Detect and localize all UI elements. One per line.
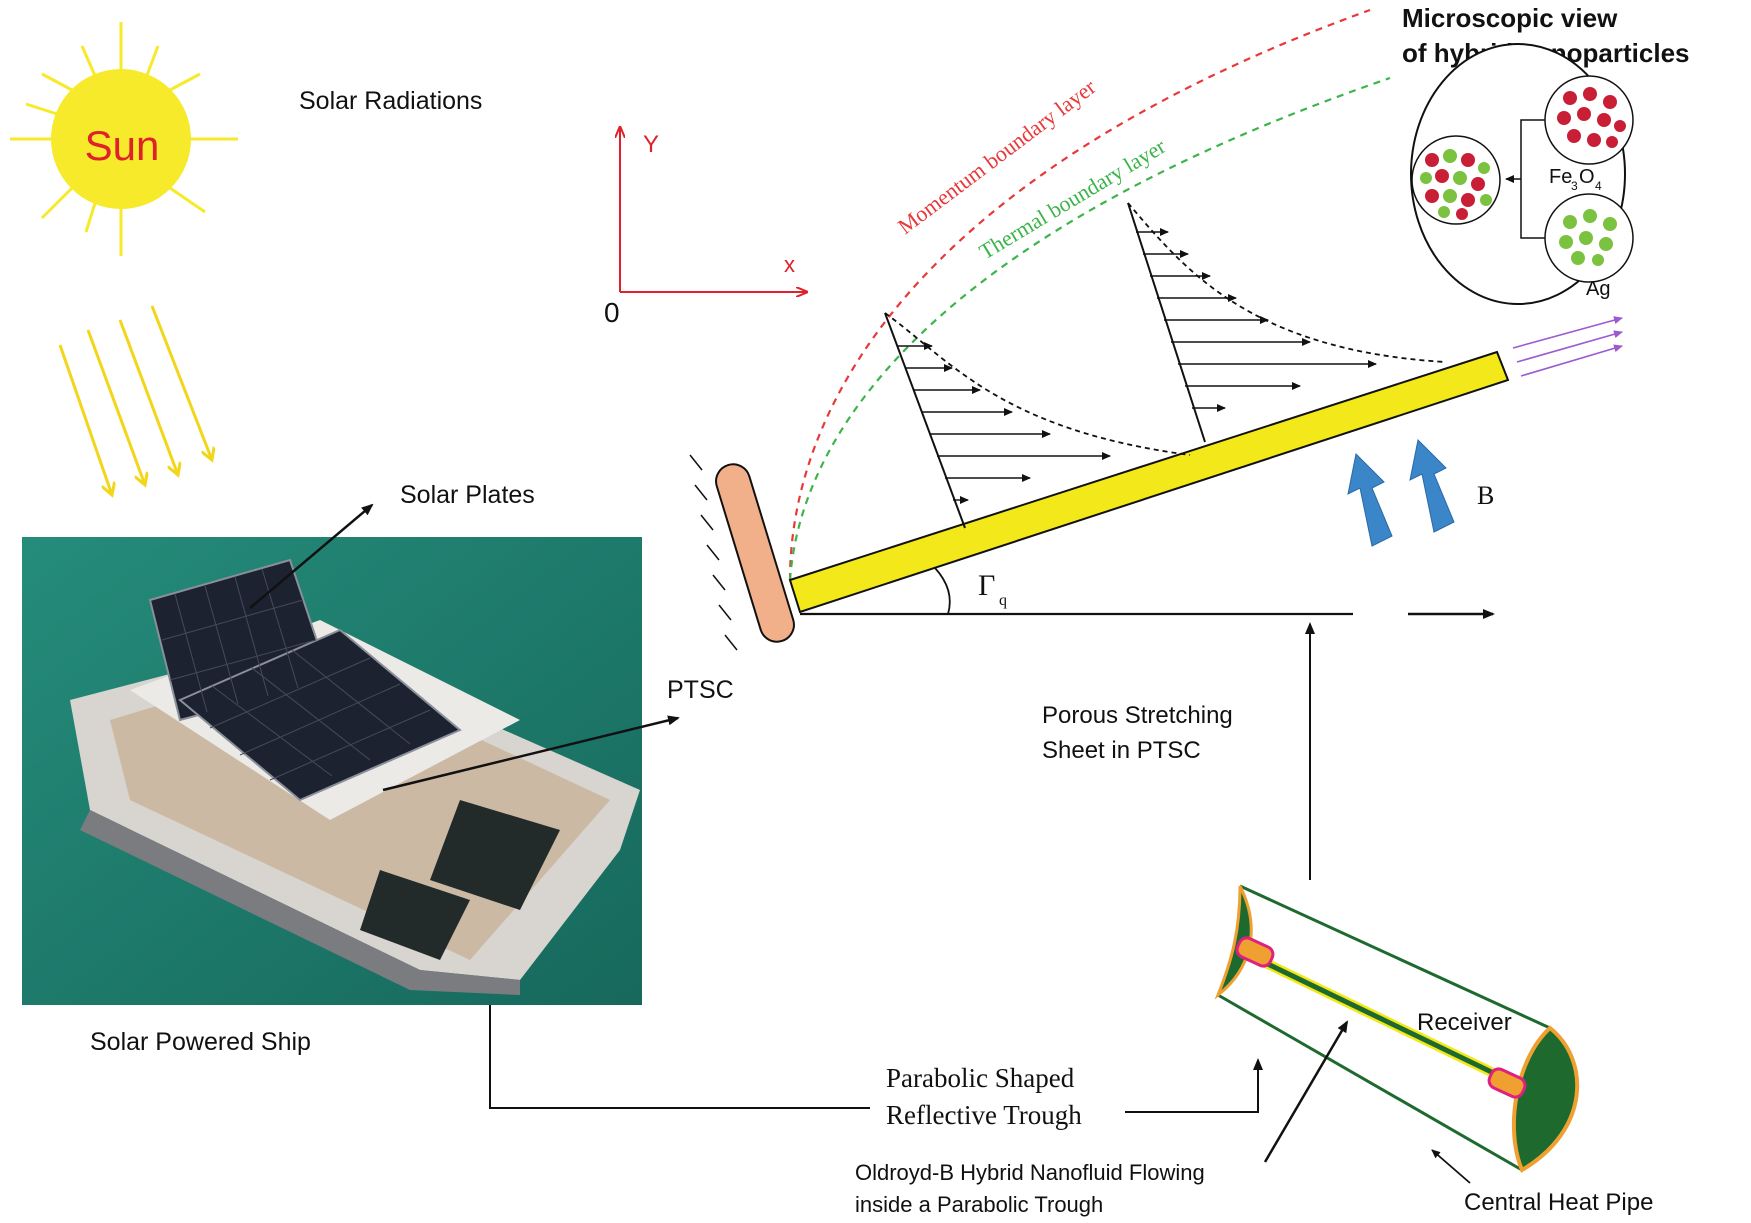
stretching-wall bbox=[715, 463, 795, 643]
sun-label: Sun bbox=[85, 122, 160, 169]
y-axis-label: Y bbox=[643, 131, 659, 158]
fe3o4-label-fe: Fe bbox=[1549, 166, 1572, 188]
solar-plates-pointer bbox=[249, 503, 374, 609]
wall-hatching bbox=[689, 454, 738, 651]
radiation-arrows bbox=[58, 305, 212, 495]
porous-sheet-label-line1: Porous Stretching bbox=[1042, 702, 1233, 729]
solar-radiations-label: Solar Radiations bbox=[299, 87, 482, 115]
x-axis-label: x bbox=[784, 252, 795, 277]
ship-photo bbox=[22, 537, 642, 1005]
receiver-label: Receiver bbox=[1417, 1009, 1512, 1036]
ship-to-trough-connector bbox=[489, 1005, 870, 1109]
magnetic-field-arrows bbox=[1347, 438, 1455, 547]
solar-plates-label: Solar Plates bbox=[400, 481, 535, 509]
ag-label: Ag bbox=[1586, 278, 1610, 300]
porous-stretching-sheet bbox=[788, 350, 1510, 614]
nanofluid-label-line2: inside a Parabolic Trough bbox=[855, 1192, 1103, 1217]
angle-subscript: q bbox=[999, 592, 1007, 609]
nanoparticle-diagram bbox=[1410, 43, 1634, 305]
trough-label-to-trough-connector bbox=[1125, 1058, 1263, 1113]
outflow-arrows bbox=[1512, 316, 1623, 377]
momentum-boundary-curve bbox=[788, 8, 1371, 581]
central-heat-pipe-label: Central Heat Pipe bbox=[1464, 1189, 1653, 1216]
nanofluid-label-line1: Oldroyd-B Hybrid Nanofluid Flowing bbox=[855, 1160, 1205, 1185]
porous-sheet-label-line2: Sheet in PTSC bbox=[1042, 737, 1201, 764]
origin-label: 0 bbox=[604, 297, 620, 328]
velocity-profile-2 bbox=[1127, 202, 1446, 443]
ptsc-pointer bbox=[382, 715, 680, 792]
magnetic-field-label: B bbox=[1477, 481, 1494, 510]
ship-caption: Solar Powered Ship bbox=[90, 1028, 311, 1056]
thermal-boundary-curve bbox=[788, 76, 1391, 581]
sun-icon bbox=[10, 22, 238, 256]
trough-label-line1: Parabolic Shaped bbox=[886, 1063, 1075, 1093]
angle-arc bbox=[934, 567, 951, 615]
fe3o4-label-sub1: 3 bbox=[1571, 179, 1578, 193]
fe3o4-label-o: O bbox=[1579, 166, 1595, 188]
microscopic-title-line1: Microscopic view bbox=[1402, 3, 1618, 33]
angle-symbol: Γ bbox=[978, 569, 995, 602]
trough-label-line2: Reflective Trough bbox=[886, 1100, 1082, 1130]
fe3o4-label-sub2: 4 bbox=[1595, 179, 1602, 193]
ptsc-label: PTSC bbox=[667, 676, 734, 704]
coordinate-axes bbox=[620, 128, 806, 292]
velocity-profile-1 bbox=[884, 312, 1191, 529]
parabolic-trough bbox=[1214, 884, 1580, 1173]
nanofluid-pointer bbox=[1263, 1020, 1349, 1163]
heat-pipe-pointer bbox=[1431, 1149, 1471, 1184]
